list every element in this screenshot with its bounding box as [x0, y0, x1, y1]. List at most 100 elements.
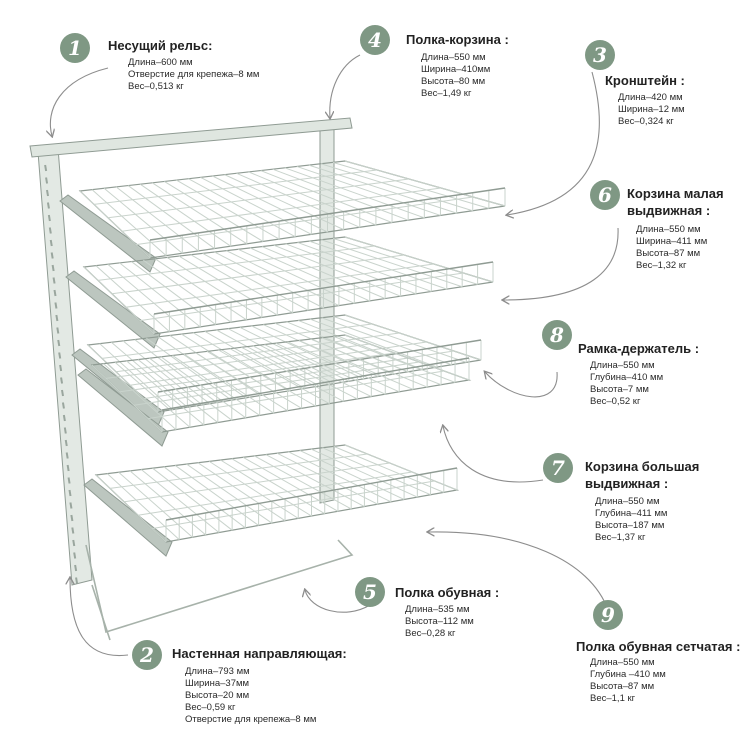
wire	[122, 340, 203, 406]
wire	[119, 352, 395, 393]
spec-item: Вес–1,49 кг	[421, 88, 472, 99]
wire	[139, 183, 231, 247]
wire	[146, 337, 232, 401]
wire	[190, 254, 293, 314]
wire	[79, 190, 151, 259]
callout-title: Кронштейн :	[605, 73, 685, 88]
spec-item: Ширина–411 мм	[636, 236, 708, 247]
bracket	[59, 194, 157, 273]
basket-rim	[157, 339, 482, 393]
spec-list: Длина–550 мм Глубина –410 мм Высота–87 м…	[590, 657, 666, 705]
wire	[137, 471, 413, 516]
wire	[105, 343, 370, 379]
wire	[139, 272, 464, 322]
wire	[308, 164, 457, 214]
wire	[208, 460, 299, 519]
wire	[288, 451, 392, 503]
wire	[109, 453, 368, 489]
wire	[298, 339, 414, 390]
leader-arrow-6	[503, 227, 619, 300]
wire	[107, 178, 410, 219]
spec-item: Длина–535 мм	[405, 604, 470, 615]
wire	[160, 356, 247, 419]
bracket	[83, 478, 173, 557]
wire	[275, 342, 386, 395]
spec-item: Глубина–410 мм	[590, 372, 664, 383]
callout-title: Настенная направляющая:	[172, 646, 347, 661]
wire	[322, 447, 431, 496]
wire	[135, 196, 474, 246]
callout-title: Полка-корзина :	[406, 32, 509, 47]
wire	[309, 318, 438, 368]
spec-item: Вес–0,513 кг	[128, 81, 184, 92]
leader-arrow-7	[443, 426, 544, 483]
callout-title: Рамка-держатель :	[578, 341, 700, 356]
wire	[297, 241, 432, 292]
wire	[299, 450, 405, 500]
leader-arrow-4	[330, 54, 361, 118]
wire	[197, 462, 286, 522]
wire	[344, 236, 494, 283]
wire	[206, 350, 302, 409]
wire	[176, 179, 280, 240]
basket-rim	[165, 467, 458, 521]
wire	[192, 332, 291, 392]
wire	[344, 314, 482, 361]
spec-item: Длина–550 мм	[590, 657, 655, 668]
leader-arrow-5	[305, 590, 371, 613]
badge-7: 7	[543, 453, 573, 483]
spec-item: Отверстие для крепежа–8 мм	[185, 714, 317, 725]
wire	[137, 359, 219, 423]
wire	[172, 355, 260, 416]
wire	[103, 187, 183, 254]
callout-title: Корзина большая выдвижная :	[585, 459, 700, 491]
spec-item: Высота–80 мм	[421, 76, 486, 87]
wire	[260, 170, 393, 224]
wire	[157, 336, 247, 399]
wire	[332, 161, 490, 209]
wire	[154, 258, 247, 321]
wire	[310, 448, 418, 498]
wire	[101, 323, 373, 359]
wire	[273, 244, 401, 297]
wire	[83, 266, 155, 335]
leader-arrow-2	[70, 578, 129, 657]
wire	[242, 456, 339, 512]
spec-item: Длина–550 мм	[595, 496, 660, 507]
shoe-rack-frame	[85, 539, 354, 641]
wire	[236, 172, 360, 228]
wire	[248, 171, 377, 226]
spec-item: Длина–793 мм	[185, 666, 250, 677]
wire	[321, 337, 442, 386]
spec-item: Высота–87 мм	[636, 248, 701, 259]
spec-item: Высота–87 мм	[590, 681, 655, 692]
wire	[95, 474, 167, 543]
wire	[134, 339, 218, 403]
wire	[115, 186, 199, 252]
spec-item: Ширина–12 мм	[618, 104, 685, 115]
wire	[272, 168, 409, 221]
wire	[114, 361, 191, 428]
callout-title: Полка обувная :	[395, 585, 500, 600]
large-drawer-basket	[77, 334, 472, 447]
wire	[344, 444, 458, 491]
badge-2: 2	[132, 640, 162, 670]
wire	[227, 328, 335, 385]
wire	[332, 237, 478, 285]
wire	[123, 462, 390, 503]
spec-list: Длина–550 мм Ширина–411 мм Высота–87 мм …	[636, 224, 707, 272]
wire	[333, 335, 456, 383]
badge-5: 5	[355, 577, 385, 607]
wire	[188, 178, 296, 238]
wire	[333, 315, 467, 363]
spec-item: Вес–0,324 кг	[618, 116, 674, 127]
spec-item: Длина–550 мм	[636, 224, 701, 235]
wire	[129, 341, 427, 386]
wire	[200, 176, 312, 235]
spec-item: Ширина–37мм	[185, 678, 250, 689]
wire	[276, 452, 378, 505]
badge-4: 4	[360, 25, 390, 55]
wire	[99, 343, 174, 411]
badge-6: 6	[590, 180, 620, 210]
